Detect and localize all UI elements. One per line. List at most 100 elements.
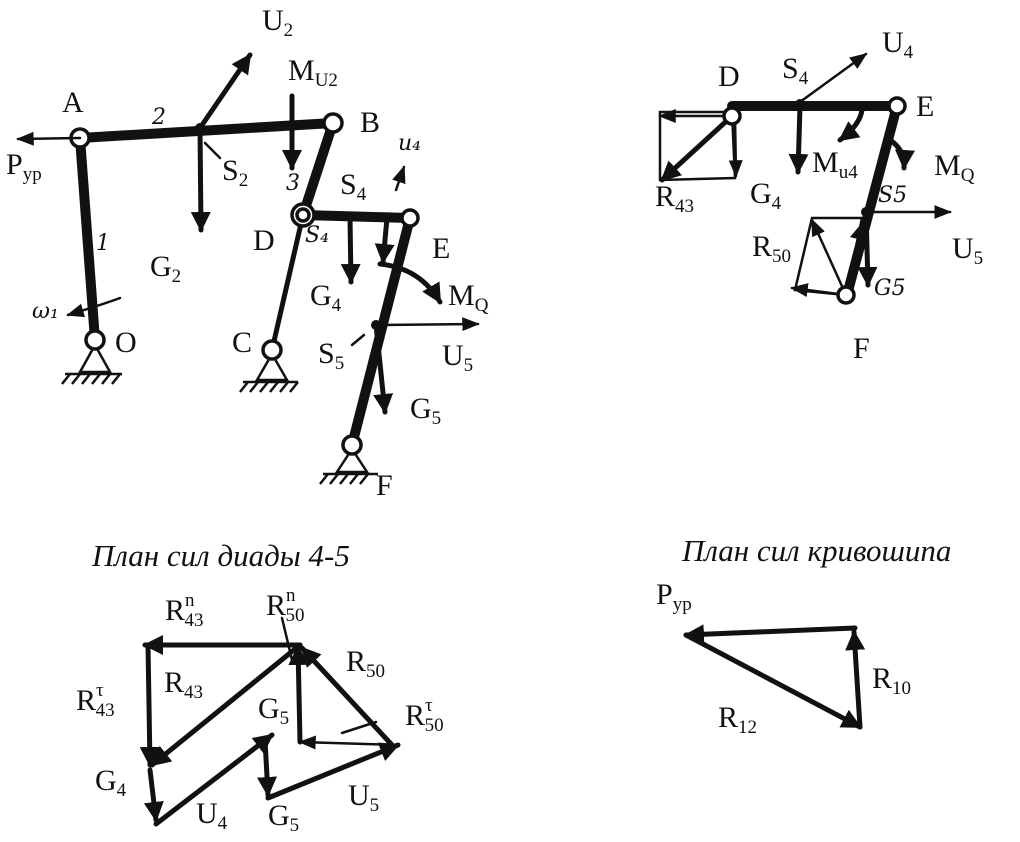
caption-crank-force-plan: План сил кривошипа (681, 533, 951, 568)
handwritten-link2: 2 (151, 105, 166, 130)
label-r50: R50 (752, 230, 791, 267)
omega1-arrow (66, 296, 122, 318)
vector-rn50 (288, 644, 309, 745)
link-5-ef (347, 213, 415, 450)
label-g2: G2 (150, 250, 181, 287)
label-mu4: Mu4 (812, 146, 858, 183)
r43-parallelogram (658, 110, 737, 182)
vector-r43 (149, 642, 303, 768)
label-g4: G4 (750, 177, 782, 214)
gravity-g4b-arrow (374, 215, 395, 265)
link-3-upper (298, 118, 338, 220)
moment-mq-arrow (887, 137, 915, 171)
moment-mq-arrow (377, 261, 443, 305)
joint-f (836, 285, 856, 305)
s2-leader (203, 141, 222, 160)
dyad-detail-diagram: D E F S4 U4 R43 G4 Mu4 MQ R50 U5 S5 G5 (655, 26, 983, 365)
caption-dyad-force-plan: План сил диады 4-5 (91, 538, 350, 573)
label-u4: U4 (196, 797, 228, 834)
joint-f (341, 434, 363, 456)
label-p-yr: Pур (656, 578, 692, 615)
label-d: D (253, 224, 275, 257)
label-mu2: MU2 (288, 54, 338, 91)
vector-u4 (153, 732, 275, 827)
link-3-rocker (269, 212, 306, 353)
label-r43: R43 (655, 180, 694, 217)
joint-o (84, 329, 106, 351)
label-g5: G5 (410, 392, 441, 429)
label-e: E (916, 90, 934, 123)
inertia-u2-arrow (197, 52, 253, 131)
joint-e (400, 208, 420, 228)
link-2-coupler (75, 118, 338, 143)
label-o: O (115, 326, 137, 359)
label-r43: R43 (164, 666, 203, 703)
point-s4 (795, 99, 805, 109)
joint-d (295, 207, 311, 223)
label-u2: U2 (262, 4, 293, 41)
handwritten-omega1: ω₁ (32, 299, 59, 324)
joint-e (887, 96, 907, 116)
vector-g5b (257, 737, 278, 798)
handwritten-link3: 3 (286, 171, 300, 196)
label-r10: R10 (872, 662, 911, 699)
label-g4: G4 (95, 764, 127, 801)
label-r12: R12 (718, 701, 757, 738)
gravity-g2-arrow (190, 125, 211, 233)
inertia-u5-arrow (374, 317, 480, 332)
ground-support-c (239, 351, 299, 393)
joint-b (322, 112, 344, 134)
label-u5: U5 (952, 232, 983, 269)
label-u5: U5 (348, 779, 379, 816)
label-u4: U4 (882, 26, 914, 63)
gravity-g4-arrow (788, 103, 809, 175)
label-f: F (853, 332, 870, 365)
label-mq: MQ (448, 279, 489, 316)
ground-support-o (61, 342, 122, 385)
vector-rt43 (139, 642, 160, 768)
label-mq: MQ (934, 149, 975, 186)
handwritten-s5: S5 (878, 183, 907, 208)
label-b: B (360, 106, 380, 139)
s5-leader (350, 333, 366, 347)
inertia-u4-arrow (392, 165, 406, 192)
vector-r10 (845, 629, 866, 730)
label-a: A (62, 86, 84, 119)
mechanism-diagram: A B O C D E F Pур U2 MU2 S2 G2 S4 G4 MQ … (6, 4, 489, 502)
label-s2: S2 (222, 154, 248, 191)
link-4-de (298, 210, 415, 223)
label-g5-bottom: G5 (268, 799, 299, 836)
vector-r50 (299, 645, 395, 748)
label-s4: S4 (782, 52, 809, 89)
label-p-yr: Pур (6, 148, 42, 185)
vector-p-yr (683, 624, 858, 645)
label-g5-top: G5 (258, 692, 289, 729)
label-f: F (376, 469, 393, 502)
vector-u5 (265, 742, 401, 801)
label-u5: U5 (442, 339, 473, 376)
handwritten-g5: G5 (874, 276, 906, 301)
label-c: C (232, 326, 252, 359)
gravity-g4-arrow (340, 215, 361, 285)
handwritten-u4: u₄ (398, 131, 421, 156)
handwritten-s4: S₄ (305, 223, 329, 248)
joint-d (722, 106, 742, 126)
label-g4: G4 (310, 279, 342, 316)
moment-mu4-arrow (837, 107, 865, 143)
label-e: E (432, 232, 450, 265)
label-d: D (718, 60, 740, 93)
joint-c (261, 339, 283, 361)
reaction-r43-arrow (659, 113, 735, 183)
vector-g4 (143, 767, 164, 823)
label-s5: S5 (318, 337, 344, 374)
reaction-r50-arrow (843, 219, 870, 298)
vector-r12 (683, 632, 863, 730)
label-r50: R50 (346, 645, 385, 682)
handwritten-link1: 1 (96, 231, 110, 256)
